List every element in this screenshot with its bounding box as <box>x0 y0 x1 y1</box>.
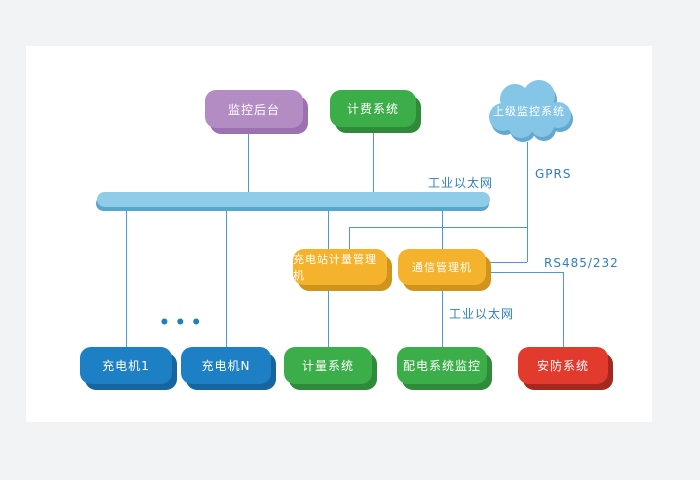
ellipsis-dots: ••• <box>159 313 207 333</box>
node-metering-system: 计量系统 <box>284 347 372 384</box>
node-charging-station-metering-manager: 充电站计量管理机 <box>293 249 387 285</box>
charging-station-metering-manager-label: 充电站计量管理机 <box>293 253 377 282</box>
connector-gprs-branch-horizontal <box>349 227 527 228</box>
node-charger-n: 充电机N <box>181 347 271 384</box>
connector-rs485-to-security <box>563 272 564 347</box>
node-communication-manager: 通信管理机 <box>398 249 486 285</box>
charger-1-label: 充电机1 <box>102 359 150 373</box>
node-monitoring-backend: 监控后台 <box>205 90 303 128</box>
connector-bus-to-chargern <box>226 210 227 347</box>
connector-commmgmt-rs485 <box>486 272 564 273</box>
charger-n-label: 充电机N <box>201 359 251 373</box>
security-system-label: 安防系统 <box>536 359 589 373</box>
upper-monitoring-system-label: 上级监控系统 <box>493 105 565 118</box>
upper-monitoring-cloud: 上级监控系统 <box>481 79 577 147</box>
node-charger-1: 充电机1 <box>80 347 172 384</box>
connector-cloud-gprs <box>527 142 528 262</box>
node-security-system: 安防系统 <box>518 347 608 384</box>
node-billing-system: 计费系统 <box>330 90 416 127</box>
metering-system-label: 计量系统 <box>301 359 354 373</box>
node-distribution-system-monitoring: 配电系统监控 <box>397 347 487 384</box>
label-industrial-ethernet-middle: 工业以太网 <box>449 307 515 321</box>
monitoring-backend-label: 监控后台 <box>227 102 280 117</box>
cloud-icon <box>489 80 573 142</box>
label-rs485-232: RS485/232 <box>544 256 619 270</box>
connector-commmgmt-to-gprs <box>486 262 527 263</box>
industrial-ethernet-bus <box>97 192 490 207</box>
connector-bus-to-charger1 <box>126 210 127 347</box>
distribution-system-monitoring-label: 配电系统监控 <box>402 359 481 373</box>
communication-manager-label: 通信管理机 <box>412 261 472 274</box>
label-industrial-ethernet-top: 工业以太网 <box>428 176 494 190</box>
connector-backend-to-bus <box>248 128 249 192</box>
connector-branch-to-metering-manager <box>349 227 350 249</box>
billing-system-label: 计费系统 <box>346 102 399 116</box>
label-gprs: GPRS <box>535 167 572 181</box>
connector-billing-to-bus <box>373 127 374 192</box>
